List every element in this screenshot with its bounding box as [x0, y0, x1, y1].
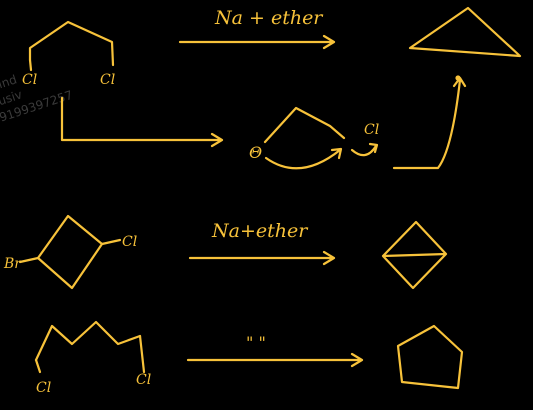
mechanism-arrow — [60, 96, 224, 148]
leaving-group-cl: Cl — [364, 122, 379, 138]
reagent-ditto: " " — [246, 333, 266, 352]
dichloropentane-chain — [34, 320, 142, 362]
reactant-cl-left: Cl — [22, 72, 37, 88]
reaction-arrow-2 — [188, 250, 336, 266]
bond-to-cl-left — [28, 58, 33, 72]
reaction-arrow-1 — [178, 34, 336, 50]
cyclopentane-product — [396, 324, 464, 390]
substituent-br: Br — [3, 256, 22, 272]
electron-push-arrow — [264, 147, 343, 170]
reactant3-cl-left: Cl — [36, 380, 51, 396]
carbanion-charge: Θ — [249, 143, 262, 162]
bond-cl-right-3 — [138, 334, 146, 374]
reaction-arrow-3 — [186, 352, 364, 368]
reaction-2: Br Cl Na+ether — [3, 214, 448, 290]
cyclopropane-product — [408, 6, 522, 58]
reagent-na-ether-2: Na+ether — [211, 220, 309, 242]
reactant-cl-right: Cl — [100, 72, 115, 88]
bicyclobutane-product — [381, 220, 448, 290]
reactant3-cl-right: Cl — [136, 372, 151, 388]
reaction-3: Cl Cl " " — [34, 320, 464, 396]
leaving-arrow — [350, 142, 379, 157]
arrow-to-product — [392, 76, 467, 170]
bond-br — [18, 256, 40, 264]
bond-cl-left-3 — [34, 358, 42, 374]
reagent-na-ether-1: Na + ether — [214, 7, 324, 29]
substituent-cl: Cl — [122, 234, 137, 250]
arrow-head-dot — [455, 75, 461, 81]
intermediate-chain — [263, 106, 346, 144]
bond-cl — [100, 238, 122, 246]
cyclobutane-ring — [36, 214, 104, 290]
reaction-1: Cl Cl Na + ether Θ Cl — [22, 6, 522, 170]
dichloropropane-chain — [28, 20, 115, 67]
watermark: lind usiv 9199397257 — [0, 72, 74, 124]
